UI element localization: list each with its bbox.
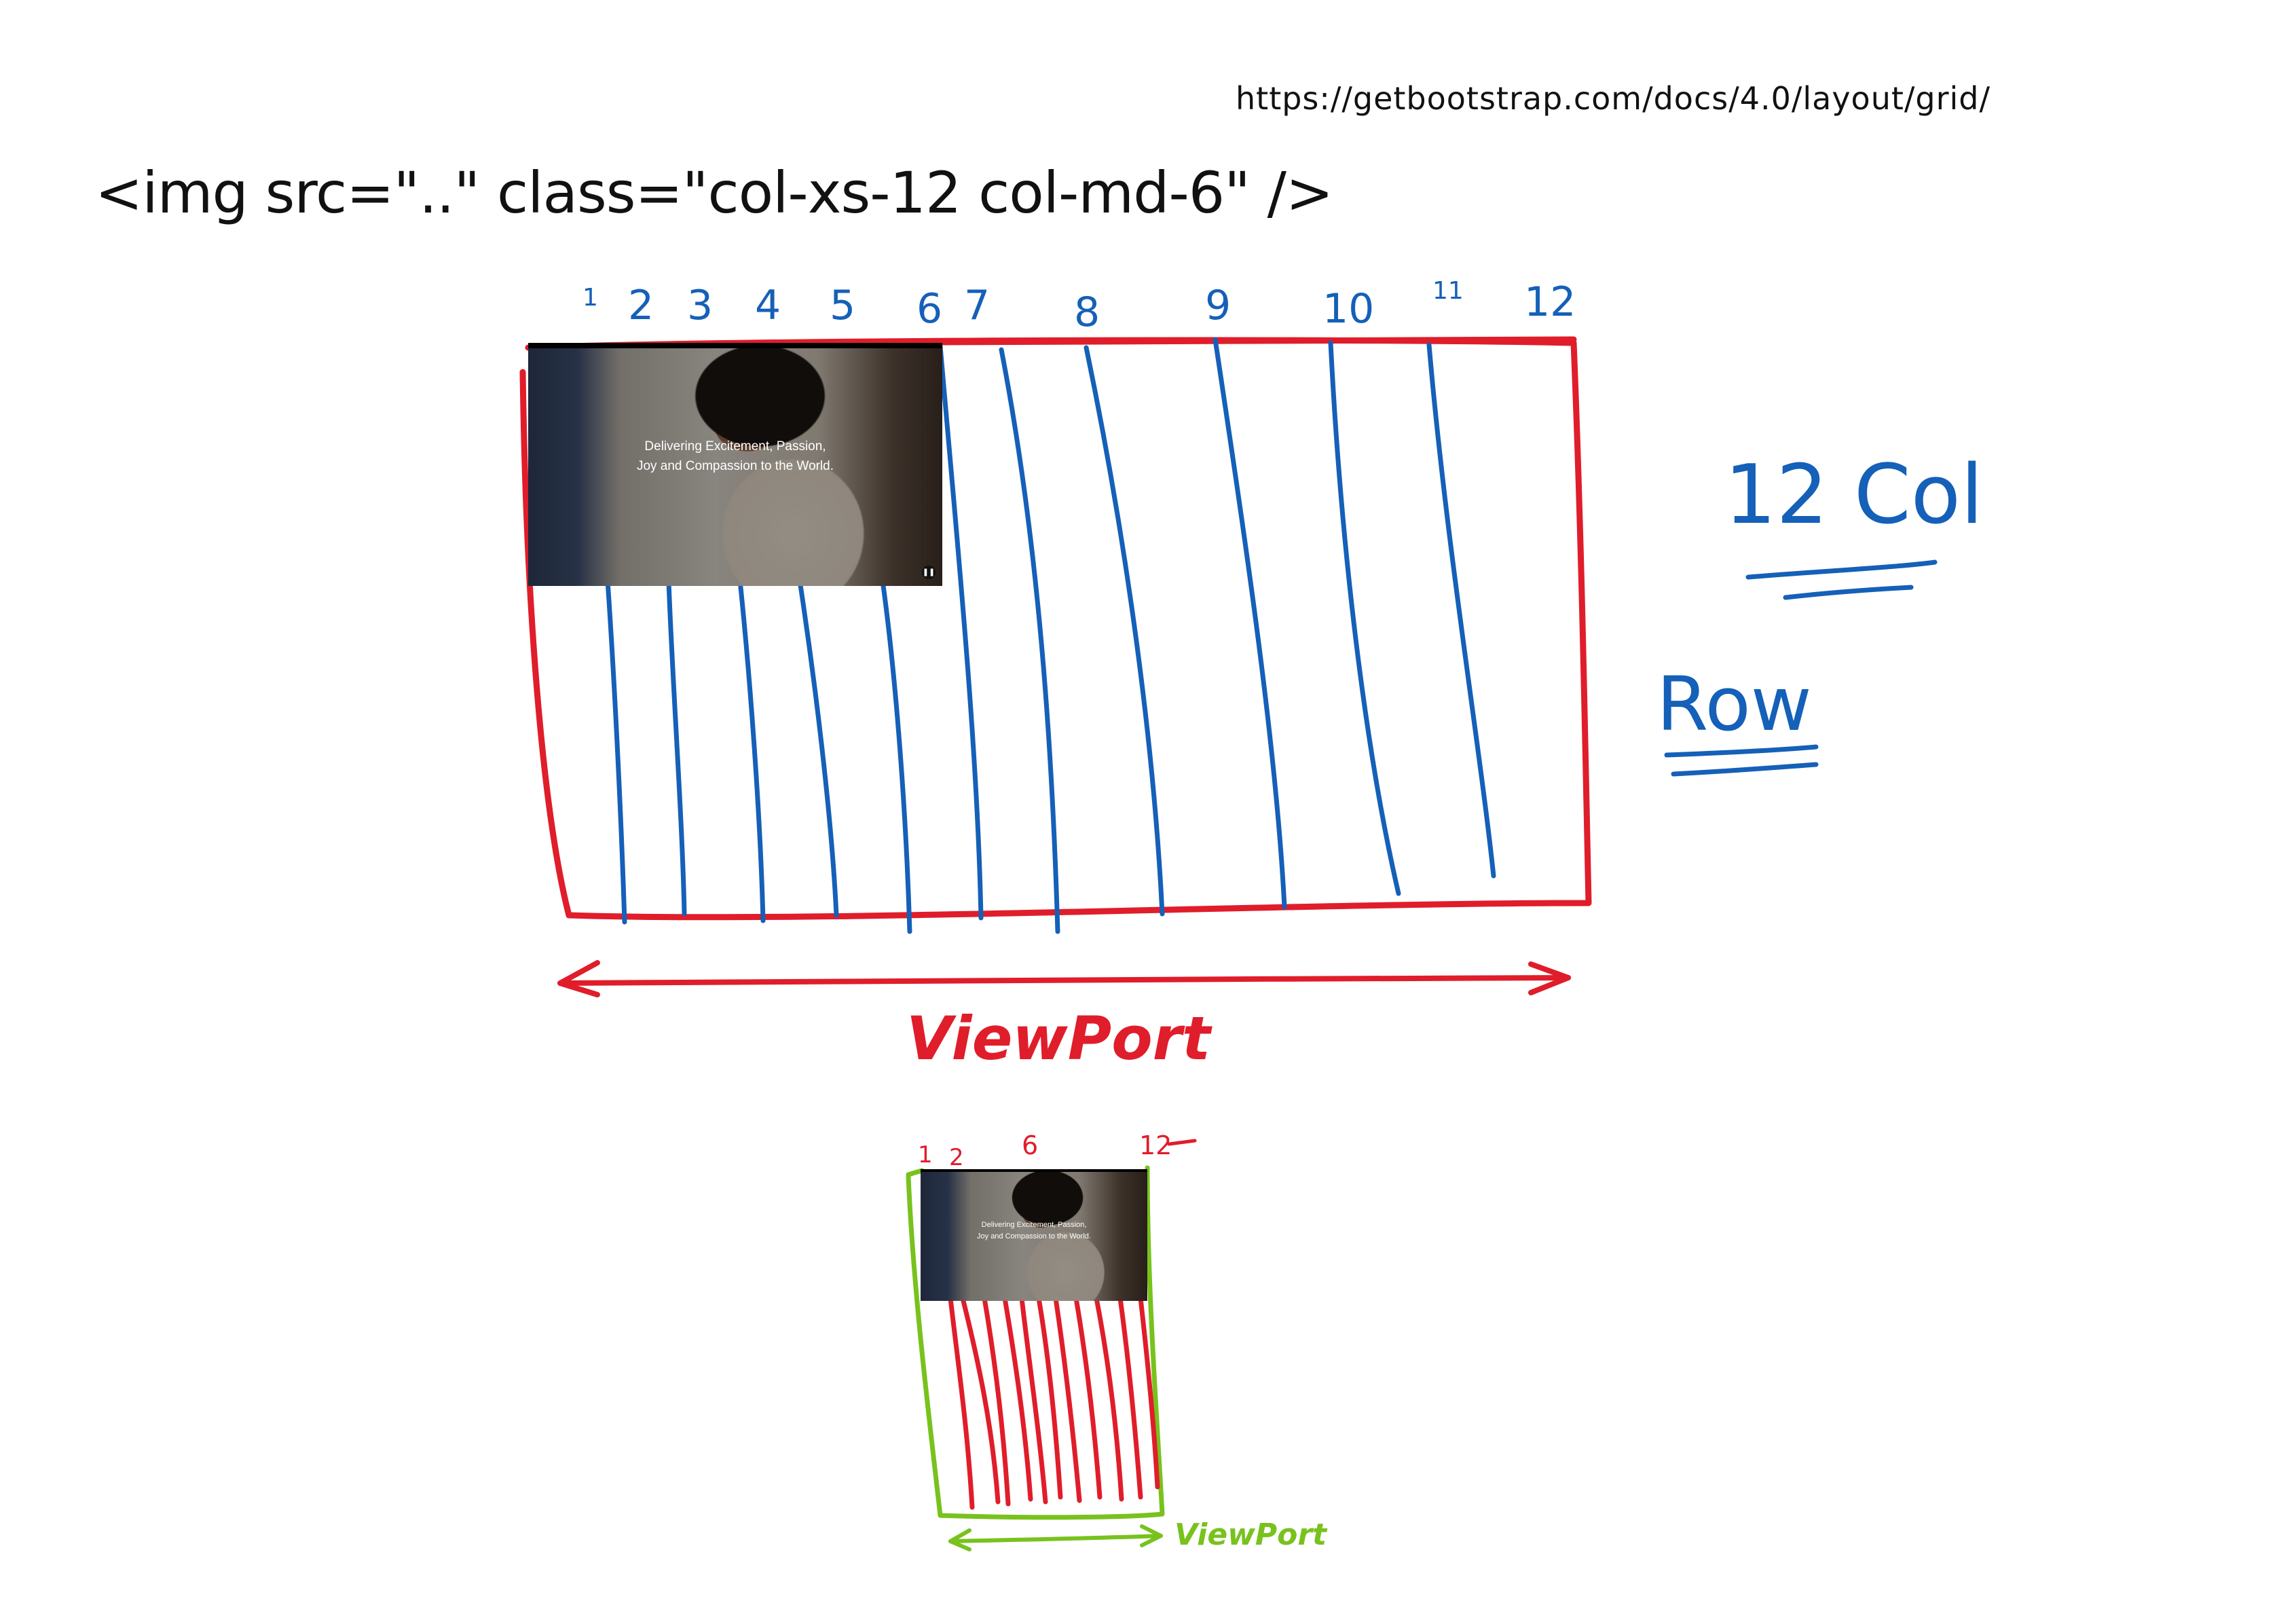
viewport-arrow — [557, 960, 1571, 997]
column-number-11: 11 — [1432, 277, 1464, 305]
small-column-line — [1117, 1295, 1143, 1500]
column-line-11 — [1426, 342, 1496, 879]
small-col-number-6: 6 — [1022, 1130, 1038, 1160]
code-snippet: <img src=".." class="col-xs-12 col-md-6"… — [95, 160, 1333, 226]
column-line-3 — [737, 578, 766, 923]
column-number-4: 4 — [755, 282, 781, 329]
column-line-4 — [797, 578, 839, 918]
small-viewport-arrow — [948, 1524, 1163, 1551]
small-viewport-top — [906, 1168, 925, 1177]
column-line-1 — [605, 578, 627, 925]
image-caption-line1: Delivering Excitement, Passion, — [981, 1221, 1087, 1230]
column-line-2 — [666, 578, 687, 917]
column-line-7 — [999, 347, 1060, 934]
small-column-line — [1138, 1295, 1160, 1490]
small-column-line — [982, 1295, 1011, 1507]
column-number-1: 1 — [582, 284, 598, 312]
sample-image-large: Delivering Excitement, Passion, Joy and … — [528, 343, 942, 586]
photo-overlay — [921, 1172, 1147, 1301]
cols-underline — [1745, 559, 1938, 600]
cols-label: 12 Col — [1724, 448, 1983, 542]
small-column-line — [1002, 1295, 1033, 1502]
column-line-6 — [938, 344, 984, 921]
image-caption-line2: Joy and Compassion to the World. — [636, 458, 834, 473]
photo-overlay — [528, 348, 942, 586]
column-line-10 — [1328, 340, 1401, 896]
small-column-line — [1053, 1295, 1082, 1503]
small-column-line — [960, 1295, 1001, 1505]
column-number-7: 7 — [964, 282, 990, 329]
viewport-label: ViewPort — [906, 1004, 1212, 1073]
image-caption-line1: Delivering Excitement, Passion, — [644, 439, 826, 454]
small-column-lines — [948, 1295, 1160, 1510]
small-col-number-12: 12 — [1139, 1130, 1172, 1160]
sample-image-small: Delivering Excitement, Passion, Joy and … — [921, 1169, 1147, 1301]
small-col-number-1: 1 — [918, 1141, 933, 1168]
small-viewport-label: ViewPort — [1174, 1517, 1328, 1552]
small-column-line — [948, 1295, 975, 1510]
column-number-2: 2 — [628, 282, 654, 329]
small-col-number-tick — [1167, 1139, 1197, 1146]
column-number-8: 8 — [1074, 289, 1100, 336]
small-column-line — [1019, 1295, 1048, 1505]
photo-background — [528, 348, 942, 586]
column-number-9: 9 — [1205, 282, 1231, 329]
column-line-9 — [1212, 337, 1287, 910]
row-underline — [1664, 744, 1819, 777]
column-line-5 — [880, 578, 912, 934]
column-number-12: 12 — [1524, 278, 1576, 326]
small-viewport-outline — [906, 1165, 1165, 1520]
image-caption-line2: Joy and Compassion to the World. — [977, 1232, 1091, 1241]
row-label: Row — [1656, 661, 1812, 748]
column-number-5: 5 — [830, 282, 855, 329]
small-column-line — [1073, 1295, 1103, 1500]
photo-background — [921, 1172, 1147, 1301]
column-number-10: 10 — [1322, 285, 1374, 333]
small-column-line — [1036, 1295, 1063, 1500]
column-line-8 — [1084, 345, 1165, 917]
row-outline-top-stroke — [933, 336, 1577, 346]
column-number-3: 3 — [687, 282, 713, 329]
pause-icon[interactable]: ❚❚ — [922, 566, 936, 579]
column-lines — [605, 337, 1496, 934]
url-text: https://getbootstrap.com/docs/4.0/layout… — [1236, 80, 1991, 117]
column-number-6: 6 — [916, 285, 942, 333]
image-caption: Delivering Excitement, Passion, Joy and … — [528, 437, 942, 477]
small-col-number-2: 2 — [949, 1144, 964, 1171]
image-caption: Delivering Excitement, Passion, Joy and … — [921, 1219, 1147, 1243]
small-column-line — [1094, 1295, 1124, 1502]
